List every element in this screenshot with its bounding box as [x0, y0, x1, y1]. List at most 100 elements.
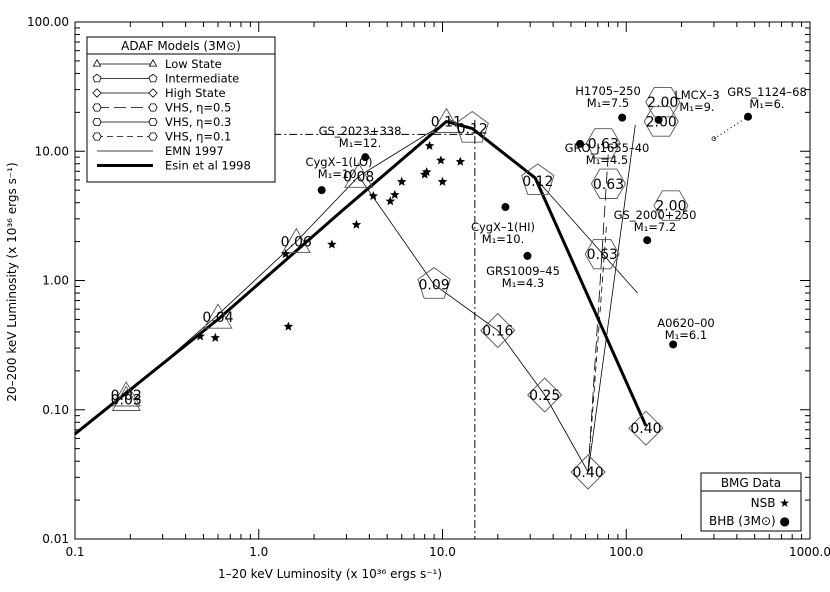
annotation-GRS1009-45-line0: GRS1009–45 — [486, 264, 560, 278]
legend-symbol-hex — [92, 132, 102, 141]
source-annotations: GS_2023+338M₁=12.CygX–1(LO)M₁=10.CygX–1(… — [305, 84, 806, 342]
model-marker-tri — [203, 303, 233, 329]
model-marker-hex — [645, 86, 681, 118]
y-axis-label: 20–200 keV Luminosity (x 10³⁶ ergs s⁻¹) — [5, 162, 19, 401]
nsb-star — [283, 321, 294, 331]
legend-symbol-hex — [92, 118, 102, 126]
nsb-star — [280, 249, 291, 259]
series-line-3 — [587, 151, 609, 473]
series-line-4 — [587, 124, 636, 473]
legend-symbol-tri — [148, 58, 158, 67]
model-marker-pent — [521, 163, 555, 196]
model-marker-label: 0.63 — [593, 177, 624, 193]
bhb-dot — [575, 139, 584, 148]
legend-symbol-hex — [148, 103, 158, 112]
model-marker-label: 0.63 — [588, 136, 619, 152]
model-marker-dia — [480, 312, 516, 349]
annotation-GRO_J1655-40-line1: M₁=4.5 — [586, 153, 628, 167]
annotation-CygX-1(HI)-line1: M₁=10. — [482, 232, 524, 246]
nsb-star — [327, 239, 337, 249]
nsb-star — [437, 176, 448, 186]
model-marker-label: 0.40 — [573, 465, 604, 481]
model-marker-tri — [111, 385, 141, 411]
annotation-LMCX-3-line1: M₁=9. — [679, 100, 714, 114]
bhb-dot — [361, 153, 370, 162]
nsb-star — [436, 155, 446, 165]
nsb-star — [397, 176, 407, 186]
legend-label-3: VHS, η=0.5 — [165, 101, 231, 115]
bhb-dot — [654, 115, 663, 124]
bhb-dot — [501, 203, 510, 212]
x-tick-label: 100.0 — [609, 545, 643, 559]
legend-models: ADAF Models (3M⊙) Low StateIntermediateH… — [86, 36, 276, 183]
x-tick-label: 10.0 — [429, 545, 456, 559]
nsb-star — [385, 196, 396, 206]
model-curves — [74, 116, 749, 473]
legend-symbol-hex — [92, 103, 102, 112]
legend-label-5: VHS, η=0.1 — [165, 130, 231, 144]
nsb-star — [455, 156, 466, 166]
model-marker-dia — [628, 410, 664, 446]
nsb-star — [368, 191, 378, 201]
bhb-dot — [744, 112, 753, 121]
legend-data-title: BMG Data — [721, 476, 781, 490]
model-marker-label: 0.08 — [343, 169, 374, 185]
legend-data-nsb: NSB ★ — [751, 496, 790, 510]
annotation-A0620-00-line1: M₁=6.1 — [665, 328, 707, 342]
model-marker-label: 0.40 — [630, 421, 661, 437]
annotation-CygX-1(LO)-line1: M₁=10. — [318, 167, 360, 181]
nsb-star — [210, 332, 220, 342]
model-marker-hex — [643, 106, 679, 137]
y-tick-label: 1.00 — [42, 274, 69, 288]
annotation-GRS_1124-68-line1: M₁=6. — [749, 97, 784, 111]
model-marker-label: 0.03 — [111, 393, 142, 409]
annotation-GRS_1124-68-line0: GRS_1124–68 — [727, 85, 807, 99]
legend-label-6: EMN 1997 — [165, 144, 224, 158]
model-marker-hex — [653, 190, 689, 221]
model-marker-hex — [584, 238, 620, 270]
y-tick-label: 100.00 — [27, 15, 69, 29]
nsb-star — [390, 189, 400, 199]
legend-label-4: VHS, η=0.3 — [165, 115, 231, 129]
model-marker-label: 0.12 — [457, 121, 488, 137]
legend-models-title: ADAF Models (3M⊙) — [121, 39, 241, 53]
model-marker-label: 2.00 — [655, 199, 686, 215]
x-tick-label: 0.1 — [65, 545, 84, 559]
annotation-GS_2000+250-line0: GS_2000+250 — [614, 208, 697, 222]
model-marker-tri — [431, 107, 461, 133]
annotation-GRS1009-45-line1: M₁=4.3 — [502, 276, 544, 290]
legend-label-2: High State — [165, 86, 226, 100]
annotation-A0620-00-line0: A0620–00 — [657, 316, 715, 330]
annotation-GS_2000+250-line1: M₁=7.2 — [634, 220, 676, 234]
model-marker-label: 0.63 — [587, 247, 618, 263]
model-marker-label: 0.04 — [202, 310, 233, 326]
legend-symbol-pent — [148, 73, 158, 83]
legend-symbol-hex — [148, 132, 158, 141]
bhb-dot — [669, 340, 678, 349]
bhb-points — [317, 112, 798, 525]
legend-symbol-pent — [92, 73, 102, 83]
nsb-star — [351, 219, 362, 229]
x-tick-label: 1.0 — [249, 545, 268, 559]
model-marker-label: 0.25 — [529, 388, 560, 404]
model-marker-label: 0.16 — [482, 324, 513, 340]
model-marker-hex — [590, 168, 626, 199]
model-marker-dia — [527, 377, 563, 413]
model-markers: 0.020.030.040.060.080.110.120.120.090.16… — [111, 86, 689, 490]
nsb-star — [421, 167, 432, 177]
model-marker-label: 0.11 — [431, 114, 462, 130]
y-tick-label: 10.00 — [35, 144, 69, 158]
bhb-dot — [643, 236, 652, 245]
legend-symbol-tri — [92, 58, 102, 67]
nsb-star — [195, 331, 205, 341]
annotation-CygX-1(LO)-line0: CygX–1(LO) — [305, 155, 372, 169]
y-tick-label: 0.10 — [42, 403, 69, 417]
reference-lines — [273, 119, 476, 539]
annotation-GS_2023+338-line0: GS_2023+338 — [319, 124, 402, 138]
x-axis-label: 1–20 keV Luminosity (x 10³⁶ ergs s⁻¹) — [218, 567, 442, 581]
model-marker-pent — [455, 110, 489, 143]
model-marker-pent — [417, 267, 451, 299]
series-line-5 — [587, 226, 607, 473]
